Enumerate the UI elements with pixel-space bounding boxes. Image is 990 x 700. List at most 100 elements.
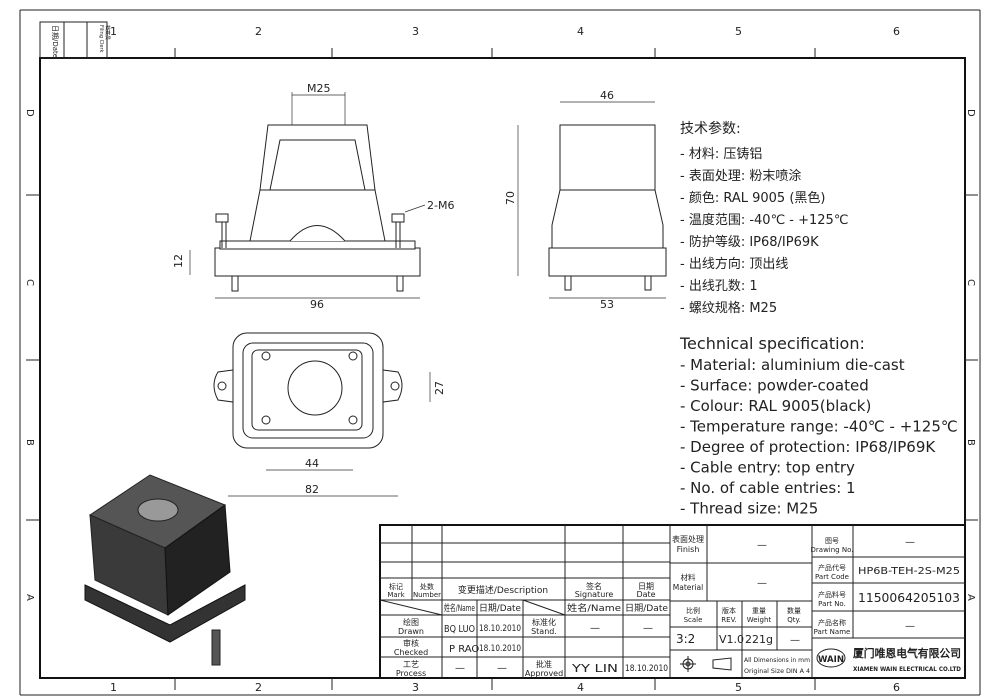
spec-en-item: - Material: aluminium die-cast	[680, 356, 905, 374]
col-label-top: 5	[735, 25, 742, 38]
finish-value: —	[757, 540, 767, 551]
row-label-right: D	[965, 109, 976, 117]
spec-en-item: - Colour: RAL 9005(black)	[680, 397, 871, 415]
spec-cn-item: - 防护等级: IP68/IP69K	[680, 234, 819, 250]
name-header: 姓名/Name	[444, 602, 475, 614]
row-label-left: C	[24, 279, 35, 286]
col-label-top: 1	[110, 25, 117, 38]
checked-date: 18.10.2010	[479, 644, 521, 654]
filing-date-label: 日期/Date	[51, 25, 59, 58]
process-name: —	[455, 663, 465, 674]
wain-logo: WAIN	[816, 648, 846, 668]
spec-cn-item: - 出线方向: 顶出线	[680, 256, 788, 272]
row-label-left: D	[24, 109, 35, 117]
dim-44: 44	[305, 457, 319, 470]
spec-cn-item: - 表面处理: 粉末喷涂	[680, 168, 801, 184]
dim-2-m6: 2-M6	[427, 199, 454, 212]
col-label-bottom: 3	[412, 681, 419, 694]
stand-date: —	[643, 623, 653, 634]
dim-27: 27	[433, 381, 446, 395]
row-label-right: B	[965, 439, 976, 446]
dim-12: 12	[172, 254, 185, 268]
dims-note: All Dimensions in mm	[744, 657, 810, 664]
drawn-name: BQ LUO	[444, 624, 475, 635]
spec-chinese: 技术参数: - 材料: 压铸铝 - 表面处理: 粉末喷涂 - 颜色: RAL 900…	[680, 120, 848, 316]
row-label-left: B	[24, 439, 35, 446]
drawing-no-value: —	[905, 537, 915, 548]
row-label-left: A	[24, 594, 35, 601]
col-label-top: 3	[412, 25, 419, 38]
logo-text: WAIN	[818, 655, 844, 665]
filing-box: 日期/Date 档案员Filing Clerk	[39, 21, 111, 59]
spec-cn-item: - 材料: 压铸铝	[680, 146, 762, 162]
material-value: —	[757, 578, 767, 589]
dim-53: 53	[600, 298, 614, 311]
dim-m25: M25	[307, 82, 331, 95]
spec-en-item: - Temperature range: -40℃ - +125℃	[680, 418, 958, 436]
drawn-date: 18.10.2010	[479, 624, 521, 634]
col-label-bottom: 4	[577, 681, 584, 694]
spec-cn-item: - 温度范围: -40℃ - +125℃	[680, 212, 848, 228]
spec-cn-item: - 颜色: RAL 9005 (黑色)	[680, 190, 825, 206]
row-label-right: A	[965, 594, 976, 601]
spec-cn-item: - 出线孔数: 1	[680, 279, 758, 294]
col-label-top: 6	[893, 25, 900, 38]
col-label-bottom: 2	[255, 681, 262, 694]
rev-value: V1.0	[719, 633, 744, 646]
col-label-top: 4	[577, 25, 584, 38]
company-name-cn: 厦门唯恩电气有限公司	[853, 646, 961, 660]
description-header: 变更描述/Description	[458, 584, 548, 596]
name-header-2: 姓名/Name	[567, 602, 622, 614]
spec-en-item: - Thread size: M25	[680, 500, 818, 518]
col-label-bottom: 5	[735, 681, 742, 694]
date-header-2: 日期/Date	[479, 603, 521, 614]
dim-82: 82	[305, 483, 319, 496]
original-size-note: Original Size DIN A 4	[744, 668, 810, 675]
spec-cn-title: 技术参数:	[680, 120, 741, 137]
dim-96: 96	[310, 298, 324, 311]
qty-value: —	[790, 635, 800, 646]
spec-en-title: Technical specification:	[679, 334, 865, 353]
dim-46: 46	[600, 89, 614, 102]
row-label-right: C	[965, 279, 976, 286]
part-name-value: —	[905, 621, 915, 632]
top-view: 27 44 82	[213, 332, 446, 497]
spec-en-item: - Cable entry: top entry	[680, 459, 855, 477]
spec-en-item: - No. of cable entries: 1	[680, 479, 856, 497]
process-date: —	[497, 663, 507, 674]
part-no-value: 1150064205103	[858, 591, 960, 605]
col-label-top: 2	[255, 25, 262, 38]
scale-value: 3:2	[676, 632, 695, 646]
projection-symbol-icon	[680, 656, 732, 672]
company-name-en: XIAMEN WAIN ELECTRICAL CO.LTD	[853, 666, 961, 673]
spec-en-item: - Surface: powder-coated	[680, 377, 869, 395]
checked-name: P RAO	[449, 644, 479, 655]
part-code-value: HP6B-TEH-2S-M25	[858, 566, 960, 577]
stand-name: —	[590, 623, 600, 634]
spec-english: Technical specification: - Material: alu…	[679, 334, 958, 518]
approved-name: YY LIN	[571, 662, 618, 675]
front-view: M25 2-M6 12 96	[172, 82, 454, 311]
col-label-bottom: 6	[893, 681, 900, 694]
date-header-3: 日期/Date	[625, 603, 668, 614]
